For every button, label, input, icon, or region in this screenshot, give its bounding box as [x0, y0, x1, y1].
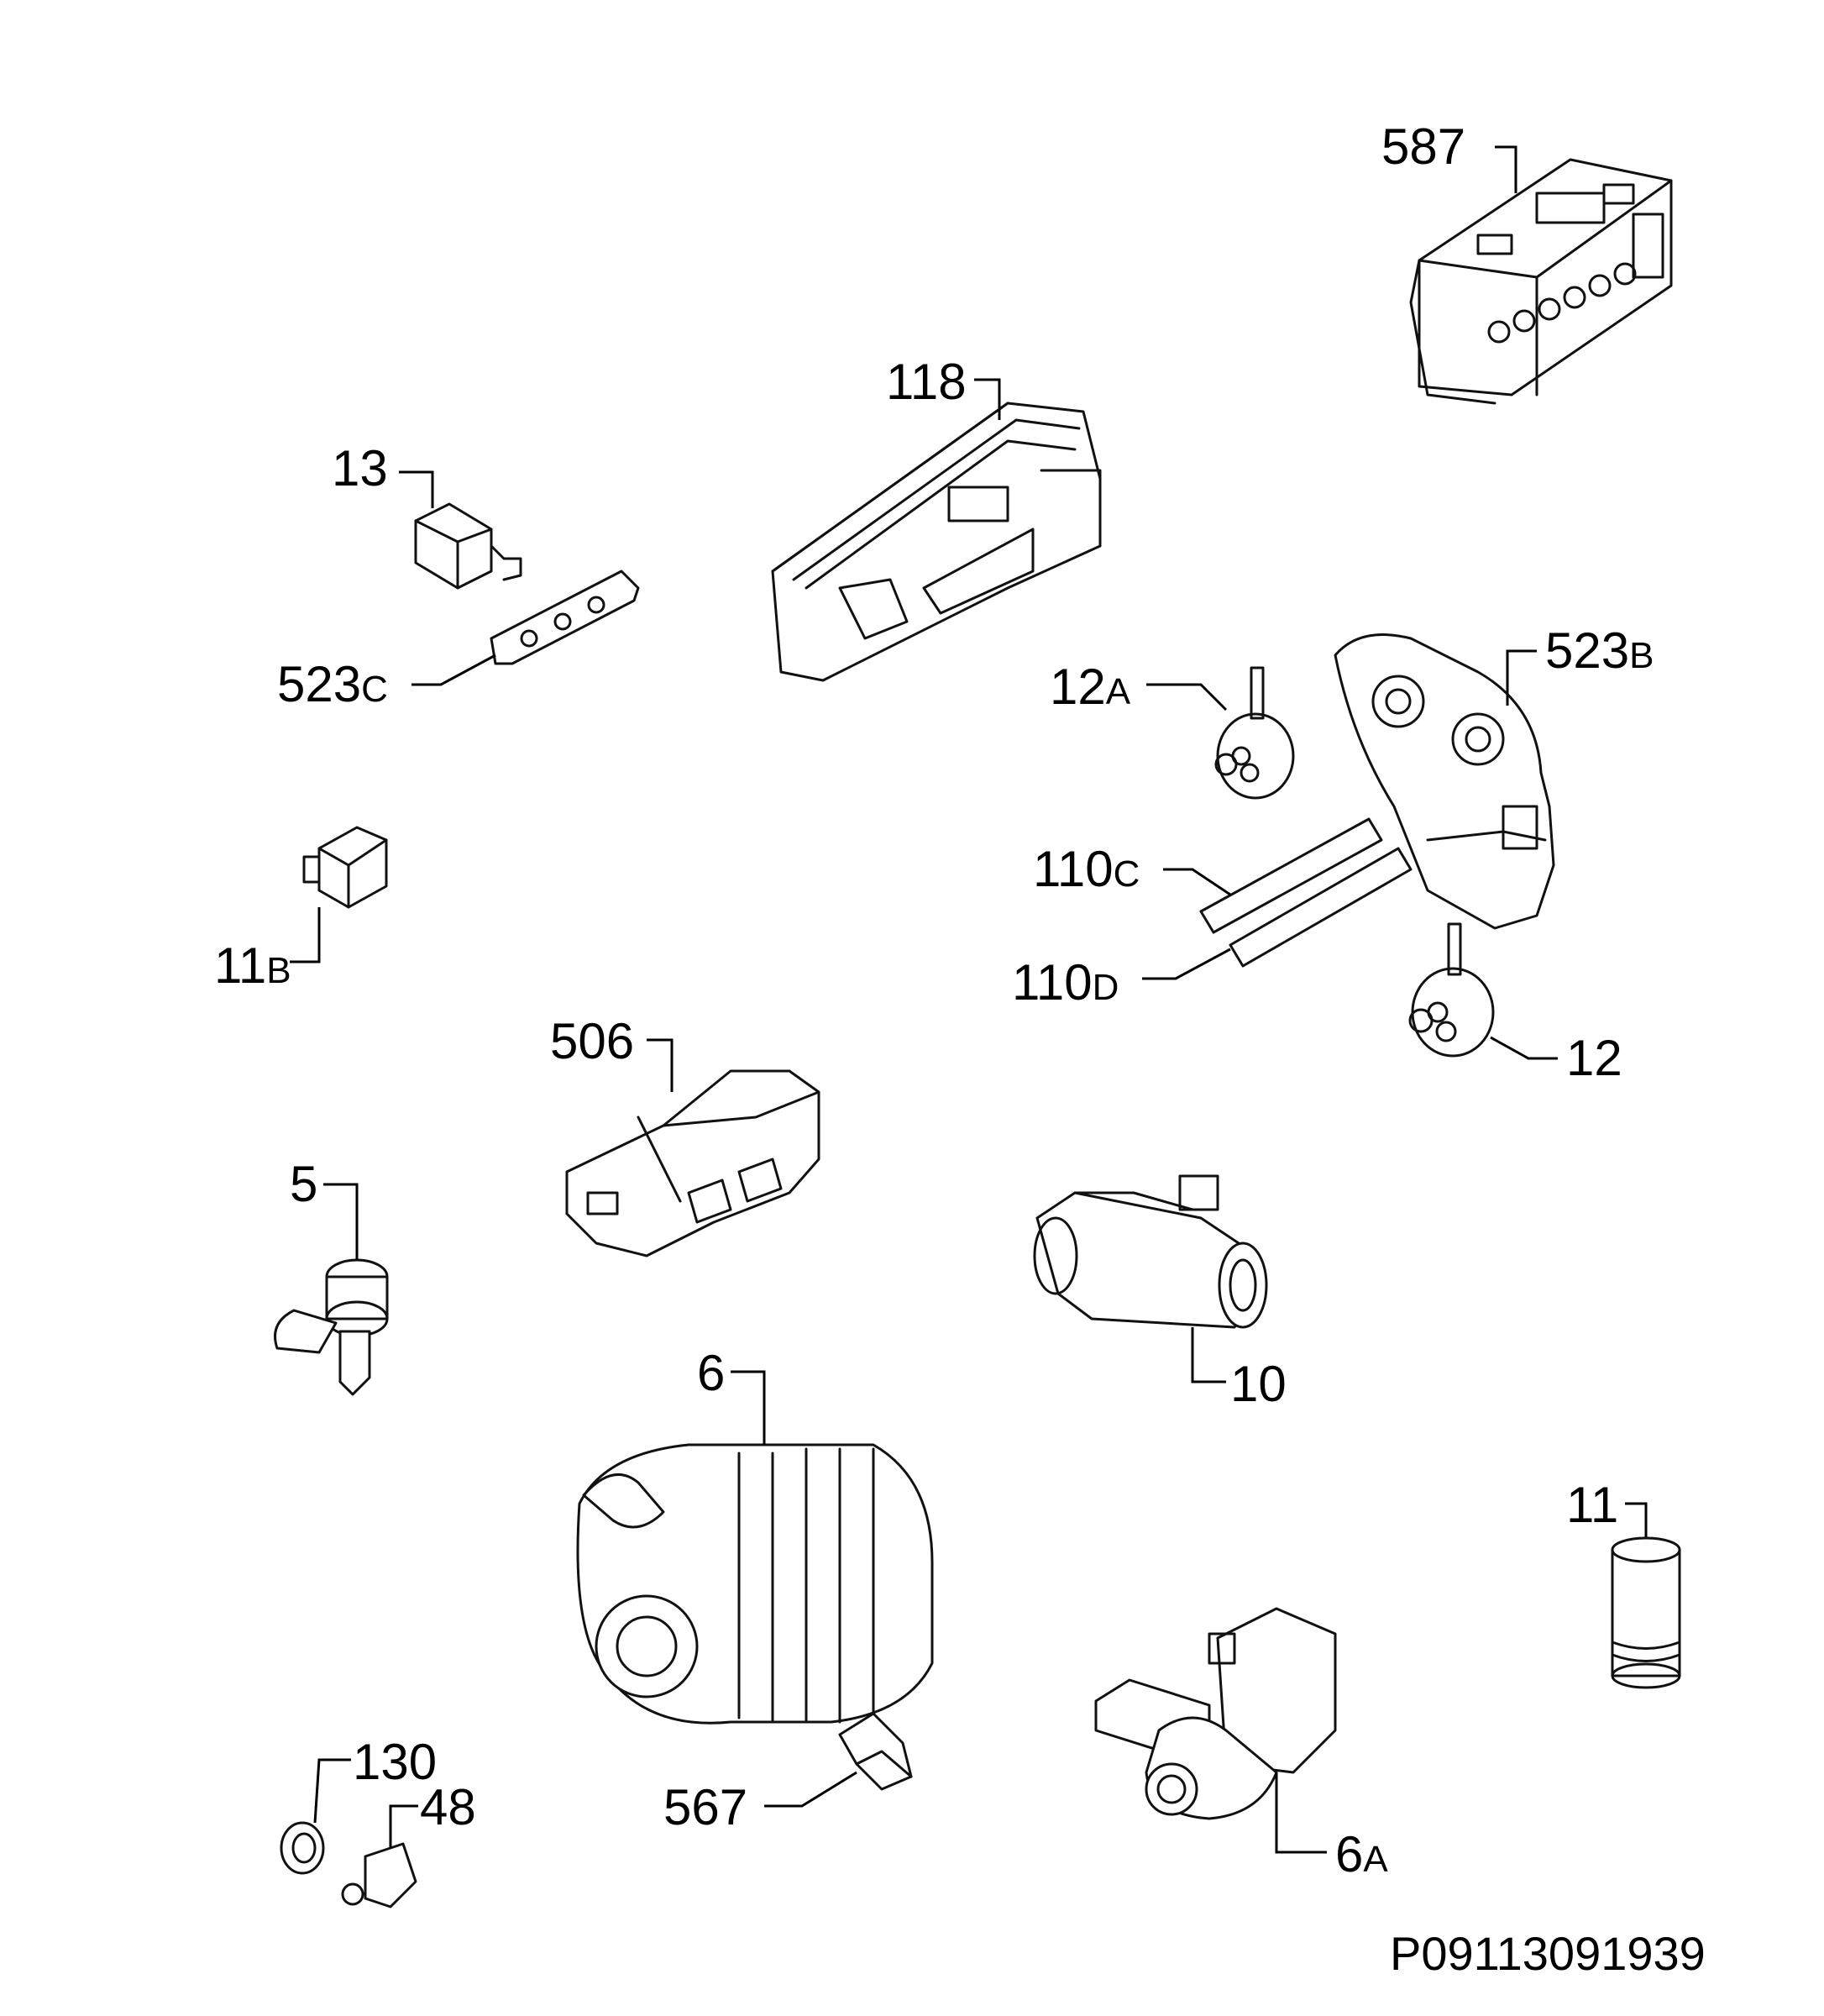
callout-12: 12	[1566, 1030, 1622, 1086]
callout-11: 11	[1566, 1477, 1618, 1533]
callout-11b: 11B	[214, 937, 291, 994]
callout-48-number: 48	[420, 1779, 476, 1835]
part-11-capacitor	[1611, 1536, 1681, 1689]
callout-118-number: 118	[886, 354, 967, 410]
leader-5	[323, 1183, 359, 1260]
callout-6: 6	[697, 1345, 725, 1401]
callout-6-number: 6	[697, 1345, 725, 1401]
part-12-pressure-switch	[1408, 922, 1495, 1058]
callout-523b-number: 523	[1545, 622, 1629, 679]
callout-567-number: 567	[663, 1779, 747, 1835]
leader-523b	[1506, 649, 1537, 706]
leader-118	[974, 378, 1001, 420]
callout-523c-suffix: C	[361, 669, 388, 710]
callout-6a: 6A	[1335, 1826, 1388, 1882]
leader-6a	[1275, 1772, 1327, 1854]
leader-110c	[1163, 868, 1231, 896]
part-523c-bracket	[490, 570, 640, 665]
part-13-door-switch	[414, 502, 522, 590]
leader-11b	[290, 907, 321, 963]
callout-110c-number: 110	[1033, 841, 1114, 897]
callout-5-number: 5	[290, 1156, 317, 1212]
leader-10	[1191, 1327, 1226, 1383]
leader-12a	[1146, 683, 1228, 711]
part-523b-sensor-housing	[1334, 633, 1555, 930]
part-48-plug	[341, 1842, 417, 1908]
callout-13: 13	[332, 440, 388, 496]
leader-48	[389, 1804, 418, 1848]
callout-587-number: 587	[1381, 118, 1465, 175]
callout-12a-suffix: A	[1106, 671, 1131, 712]
callout-523b-suffix: B	[1629, 635, 1654, 676]
callout-506-number: 506	[550, 1013, 634, 1069]
callout-11-number: 11	[1566, 1477, 1618, 1533]
part-110d-tube	[1229, 847, 1413, 968]
part-5-inlet-valve	[274, 1258, 389, 1396]
callout-118: 118	[886, 354, 967, 410]
callout-5: 5	[290, 1156, 317, 1212]
callout-110c: 110C	[1033, 841, 1140, 897]
callout-523b: 523B	[1545, 622, 1654, 679]
leader-506	[647, 1038, 674, 1092]
callout-12a: 12A	[1050, 659, 1131, 715]
leader-6	[731, 1370, 766, 1445]
callout-6a-suffix: A	[1363, 1839, 1388, 1880]
part-130-gasket-ring	[280, 1821, 325, 1875]
leader-567	[764, 1771, 857, 1808]
part-118-detergent-dispenser	[771, 402, 1102, 682]
callout-12a-number: 12	[1050, 659, 1106, 715]
callout-523c-number: 523	[277, 656, 361, 712]
part-11b-relay	[302, 826, 388, 909]
part-6a-drain-pump	[1094, 1607, 1337, 1820]
callout-130-number: 130	[353, 1734, 437, 1790]
leader-13	[399, 470, 434, 508]
leader-12	[1490, 1036, 1558, 1060]
diagram-reference-code: P09113091939	[1390, 1927, 1706, 1980]
callout-12-number: 12	[1566, 1030, 1622, 1086]
callout-567: 567	[663, 1779, 747, 1835]
callout-110d-suffix: D	[1093, 967, 1119, 1008]
callout-6a-number: 6	[1335, 1826, 1363, 1882]
callout-506: 506	[550, 1013, 634, 1069]
leader-523c	[411, 654, 496, 686]
leader-110d	[1142, 948, 1231, 980]
part-587-control-module	[1409, 158, 1673, 405]
part-10-drain-pump-heater	[1033, 1174, 1268, 1329]
callout-11b-suffix: B	[266, 950, 291, 991]
leader-11	[1625, 1502, 1648, 1537]
callout-11b-number: 11	[214, 937, 266, 994]
part-6-circulation-pump-motor	[576, 1443, 934, 1725]
callout-13-number: 13	[332, 440, 388, 496]
callout-110d: 110D	[1012, 954, 1119, 1011]
part-567-clip	[838, 1712, 913, 1791]
callout-523c: 523C	[277, 656, 388, 712]
callout-10: 10	[1230, 1356, 1287, 1412]
leader-587	[1495, 145, 1517, 193]
callout-587: 587	[1381, 118, 1465, 175]
part-110c-tube	[1199, 817, 1383, 934]
leader-130	[313, 1758, 351, 1824]
callout-10-number: 10	[1230, 1356, 1287, 1412]
callout-110c-suffix: C	[1114, 853, 1140, 895]
part-12a-pressure-switch	[1214, 666, 1295, 800]
callout-110d-number: 110	[1012, 954, 1093, 1011]
part-506-valve-assembly	[565, 1069, 820, 1257]
callout-130: 130	[353, 1734, 437, 1790]
callout-48: 48	[420, 1779, 476, 1835]
